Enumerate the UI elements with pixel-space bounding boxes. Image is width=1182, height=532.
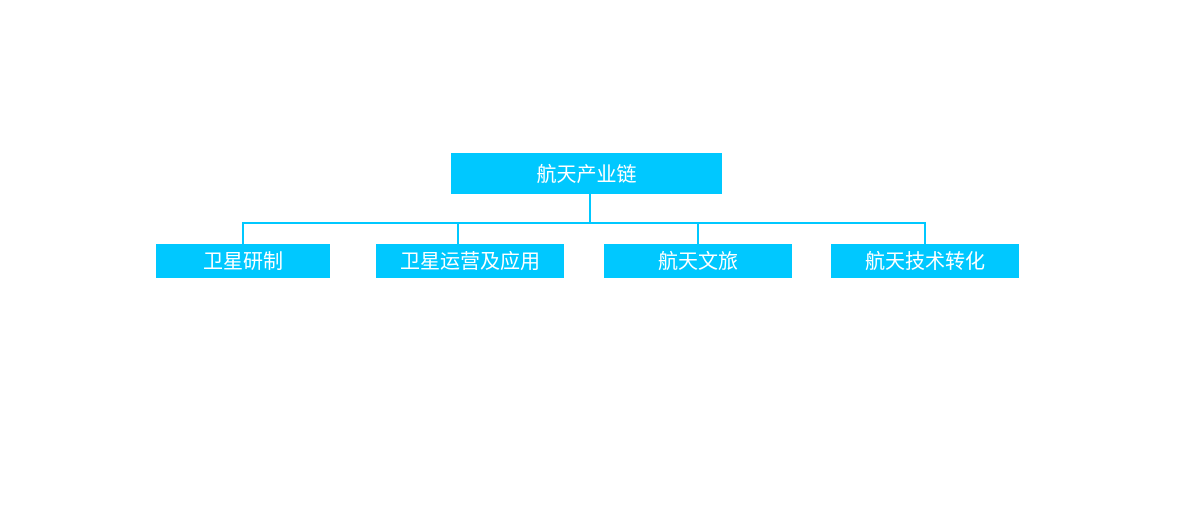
child-node-label: 航天文旅	[658, 249, 738, 273]
root-node-label: 航天产业链	[536, 161, 637, 186]
child-node-label: 航天技术转化	[865, 249, 985, 273]
child-node-space-tourism: 航天文旅	[604, 244, 792, 278]
root-node: 航天产业链	[451, 153, 722, 194]
child-node-satellite-manufacturing: 卫星研制	[156, 244, 330, 278]
child-node-satellite-operations: 卫星运营及应用	[376, 244, 564, 278]
child-node-label: 卫星研制	[203, 249, 283, 273]
child-node-space-tech-transfer: 航天技术转化	[831, 244, 1019, 278]
child-node-label: 卫星运营及应用	[400, 249, 540, 273]
